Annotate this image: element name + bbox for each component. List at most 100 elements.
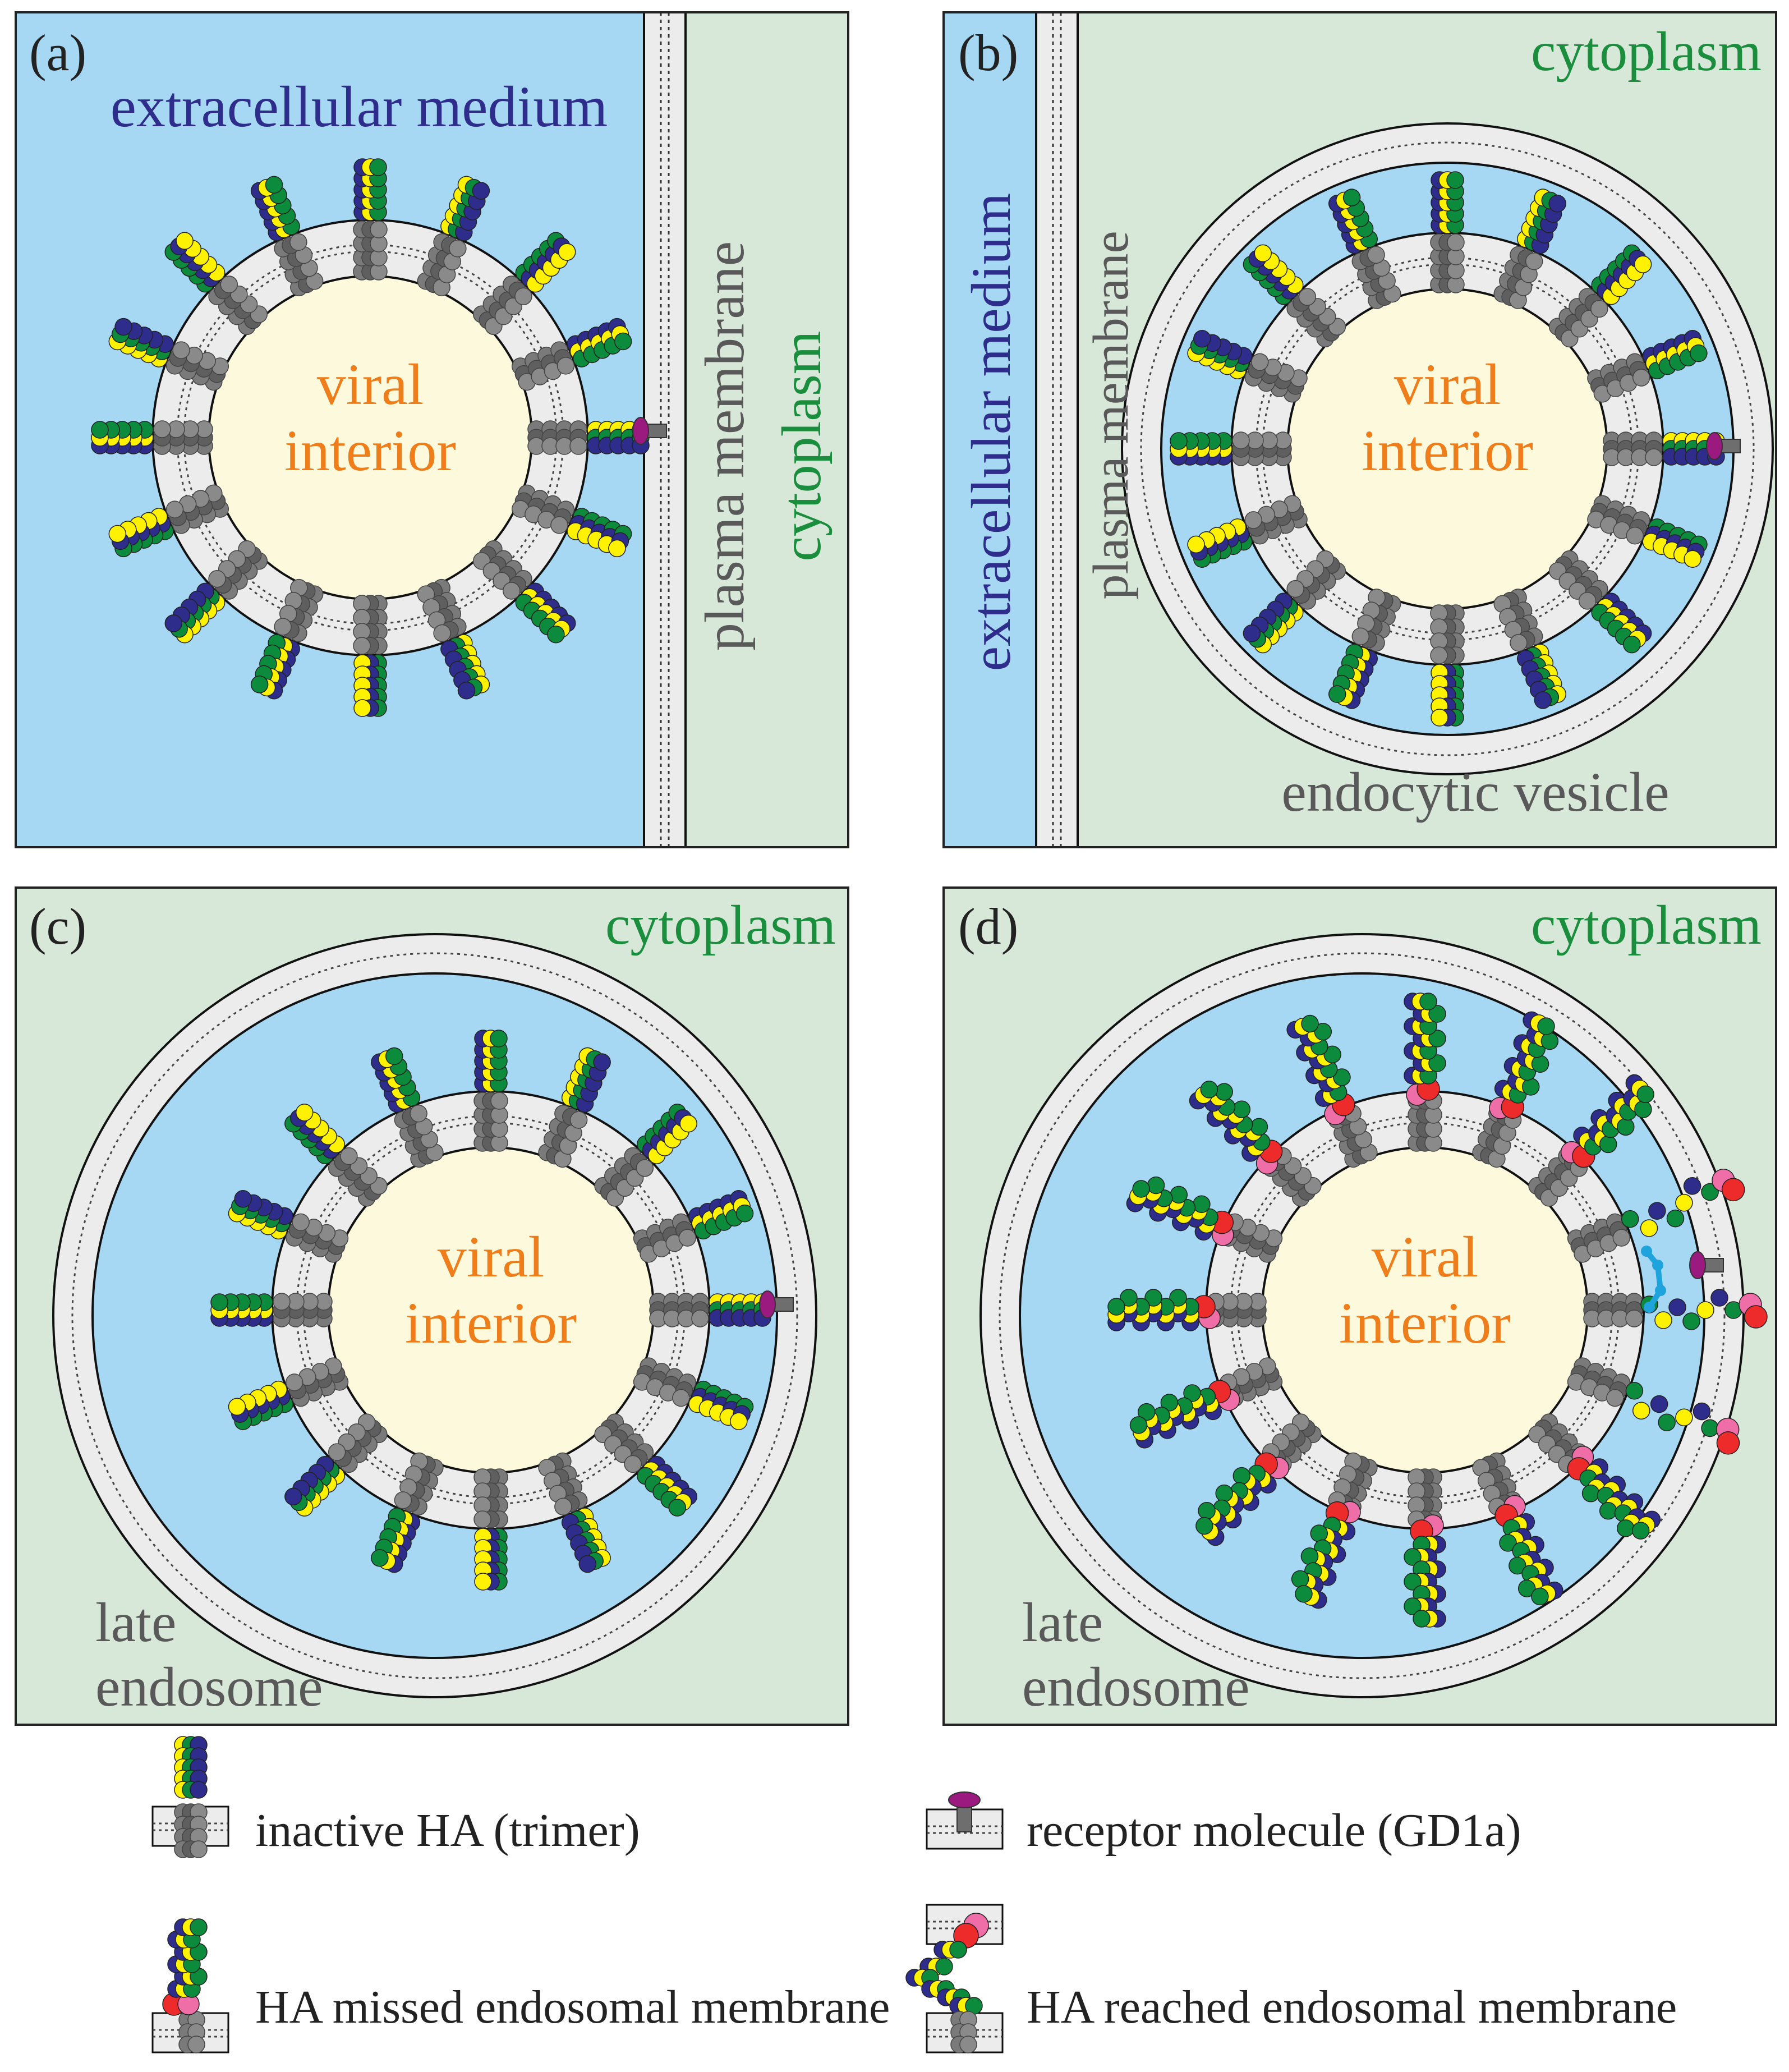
ha-trimer [1129, 1357, 1283, 1449]
panel-c-tag: (c) [29, 898, 86, 955]
panel-d-interior-line2: interior [1339, 1291, 1511, 1356]
ha-trimer [1187, 330, 1308, 403]
ha-trimer [538, 1047, 611, 1168]
legend-reached-ha-label: HA reached endosomal membrane [1027, 1981, 1677, 2033]
panel-c-virion [210, 1030, 771, 1591]
panel-d-tag: (d) [958, 898, 1018, 955]
ha-trimer [108, 484, 229, 558]
panel-b-extracellular-strip [944, 12, 1036, 847]
legend-inactive-ha-label: inactive HA (trimer) [255, 1804, 640, 1857]
ha-trimer [538, 1452, 611, 1573]
ha-trimer [649, 1293, 771, 1327]
ha-trimer [472, 232, 576, 336]
panel-d-cytoplasm-label: cytoplasm [1531, 894, 1762, 956]
panel-b-interior-line1: viral [1394, 352, 1501, 417]
ha-trimer [371, 1452, 444, 1573]
ha-trimer [353, 595, 388, 717]
ha-trimer [1587, 330, 1708, 403]
panel-b-extracellular-label: extracellular medium [960, 193, 1022, 671]
ha-trimer [1404, 993, 1446, 1152]
panel-a-interior-line1: viral [317, 352, 424, 417]
ha-trimer [284, 1413, 388, 1517]
legend-receptor-label: receptor molecule (GD1a) [1027, 1804, 1521, 1857]
panel-b-vesicle-label: endocytic vesicle [1281, 761, 1669, 823]
panel-d: (d) cytoplasm late endosome viral interi… [942, 886, 1777, 1726]
ha-trimer [1291, 1452, 1378, 1609]
ha-trimer [228, 1190, 349, 1263]
panel-a: (a) extracellular medium viral interior … [15, 11, 849, 848]
ha-trimer [1567, 1357, 1740, 1455]
panel-d-endosome-line2: endosome [1022, 1656, 1249, 1718]
ha-trimer [1430, 171, 1465, 293]
panel-c-endosome-line1: late [95, 1591, 176, 1653]
ha-trimer [527, 420, 650, 455]
legend: inactive HA (trimer) receptor molecule (… [151, 1736, 1677, 2053]
legend-missed-ha-label: HA missed endosomal membrane [255, 1981, 890, 2033]
ha-trimer [594, 1104, 697, 1207]
ha-trimer [1286, 1014, 1378, 1168]
ha-trimer [1195, 1413, 1322, 1546]
ha-trimer [1548, 550, 1652, 654]
ha-trimer [417, 176, 490, 297]
ha-trimer [1243, 244, 1346, 348]
panel-b: (b) cytoplasm extracellular medium plasm… [942, 11, 1777, 848]
panel-c-cytoplasm-label: cytoplasm [605, 894, 836, 956]
ha-trimer [1603, 431, 1725, 466]
ha-trimer [511, 484, 632, 558]
ha-trimer [1187, 495, 1308, 568]
ha-trimer [1107, 1289, 1267, 1331]
ha-trimer [1404, 1468, 1446, 1628]
panel-b-membrane-label: plasma membrane [1083, 231, 1139, 599]
panel-a-extracellular-label: extracellular medium [111, 75, 608, 139]
ha-trimer [164, 540, 268, 644]
panel-a-receptor [632, 417, 667, 445]
ha-trimer [353, 158, 388, 281]
panel-b-cytoplasm-label: cytoplasm [1531, 20, 1762, 82]
panel-d-virion [1107, 993, 1768, 1628]
panel-c: (c) cytoplasm late endosome viral interi… [15, 886, 849, 1726]
panel-a-cytoplasm-label: cytoplasm [770, 330, 833, 561]
ha-trimer [1243, 550, 1346, 654]
legend-receptor-icon [926, 1791, 1004, 1850]
ha-trimer [1567, 1169, 1745, 1263]
ha-trimer [472, 540, 576, 644]
ha-trimer [250, 176, 324, 297]
ha-trimer [1328, 589, 1401, 709]
ha-trimer [1170, 431, 1292, 466]
ha-trimer [633, 1357, 754, 1430]
panel-a-interior-line2: interior [284, 419, 456, 483]
panel-b-interior-line2: interior [1362, 419, 1533, 483]
ha-trimer [594, 1413, 697, 1517]
ha-trimer [1528, 1413, 1661, 1540]
ha-trimer [633, 1190, 754, 1263]
panel-a-membrane-label: plasma membrane [693, 241, 756, 651]
ha-trimer [250, 578, 324, 700]
panel-a-tag: (a) [29, 24, 86, 81]
ha-trimer [228, 1357, 349, 1430]
panel-a-virion [91, 158, 650, 717]
ha-trimer [1328, 189, 1401, 309]
ha-trimer [417, 578, 490, 700]
panel-b-tag: (b) [958, 24, 1018, 81]
ha-trimer [1528, 1074, 1654, 1207]
legend-reached-ha-icon [905, 1904, 1004, 2053]
panel-b-receptor [1706, 432, 1741, 460]
ha-trimer [1126, 1176, 1283, 1263]
panel-d-receptor [1641, 1246, 1724, 1313]
ha-trimer [91, 420, 213, 455]
ha-trimer [1430, 604, 1465, 727]
ha-trimer [511, 318, 632, 391]
ha-trimer [210, 1293, 333, 1327]
ha-trimer [1472, 1452, 1563, 1606]
ha-trimer [371, 1047, 444, 1168]
panel-a-cytoplasm-region [686, 12, 848, 847]
ha-trimer [108, 318, 229, 391]
ha-trimer [1583, 1289, 1768, 1330]
ha-trimer [1189, 1081, 1322, 1207]
legend-missed-ha-icon [151, 1918, 229, 2053]
panel-b-virion [1170, 171, 1725, 727]
ha-trimer [164, 232, 268, 336]
ha-trimer [1493, 589, 1566, 709]
ha-trimer [1472, 1011, 1559, 1168]
